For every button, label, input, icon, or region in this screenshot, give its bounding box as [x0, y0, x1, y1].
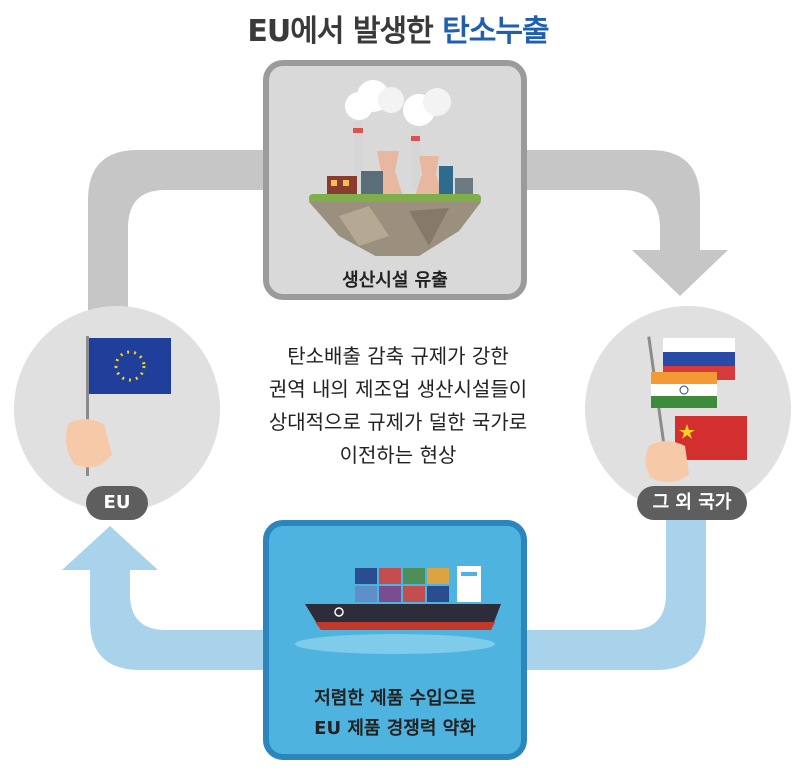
eu-label-pill: EU — [86, 486, 148, 520]
other-countries-label-pill: 그 외 국가 — [637, 486, 747, 520]
bottom-box-label: 저렴한 제품 수입으로 EU 제품 경쟁력 약화 — [269, 684, 521, 744]
diagram-title: EU에서 발생한 탄소누출 — [0, 6, 796, 50]
title-main: EU에서 발생한 — [247, 14, 443, 49]
eu-flag-icon — [66, 336, 171, 476]
description-line4: 이전하는 현상 — [339, 443, 457, 467]
arrow-bottom-to-eu — [62, 526, 263, 670]
top-box-label: 생산시설 유출 — [342, 270, 448, 291]
bottom-box-line2: EU 제품 경쟁력 약화 — [314, 718, 476, 739]
arrow-top-to-other — [527, 150, 728, 296]
russia-india-china-flags-icon — [645, 336, 747, 483]
title-accent: 탄소누출 — [442, 14, 549, 49]
bottom-box-import-competitiveness: 저렴한 제품 수입으로 EU 제품 경쟁력 약화 — [263, 520, 527, 760]
eu-node — [14, 306, 220, 512]
top-box-production-outflow: 생산시설 유출 — [263, 60, 527, 300]
description-line3: 상대적으로 규제가 덜한 국가로 — [268, 410, 528, 434]
arrow-eu-to-top — [88, 150, 263, 320]
bottom-box-line1: 저렴한 제품 수입으로 — [314, 688, 476, 709]
other-countries-node — [585, 306, 791, 512]
carbon-leakage-description: 탄소배출 감축 규제가 강한 권역 내의 제조업 생산시설들이 상대적으로 규제… — [228, 340, 568, 472]
description-line2: 권역 내의 제조업 생산시설들이 — [268, 377, 528, 401]
description-line1: 탄소배출 감축 규제가 강한 — [287, 344, 509, 368]
factory-island-icon — [309, 80, 481, 256]
arrow-other-to-bottom — [527, 510, 706, 670]
cargo-ship-icon — [295, 566, 501, 654]
